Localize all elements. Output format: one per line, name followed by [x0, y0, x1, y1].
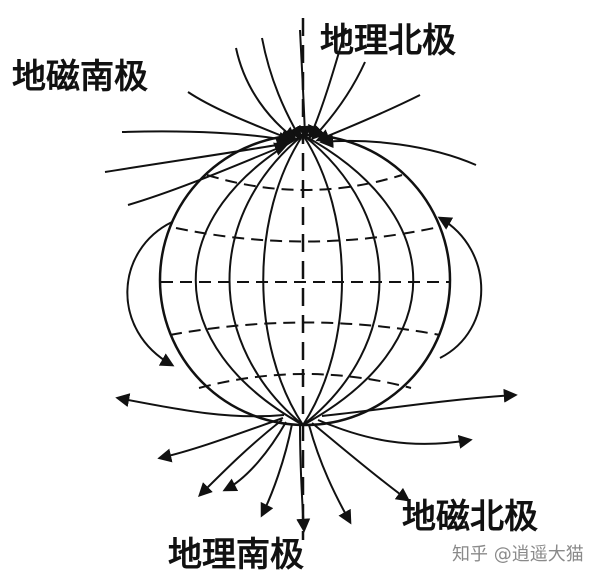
field-line	[317, 419, 473, 449]
latitude-line	[206, 174, 403, 191]
field-line	[297, 29, 312, 140]
label-geomagnetic-south: 地磁南极	[12, 57, 148, 97]
label-geographic-south: 地理南极	[168, 535, 304, 575]
latitude-line	[175, 227, 435, 243]
label-geomagnetic-north: 地磁北极	[402, 497, 538, 537]
field-line	[311, 422, 411, 502]
field-line	[127, 142, 289, 206]
field-line	[321, 388, 518, 417]
latitude-line	[169, 321, 441, 336]
field-line	[121, 130, 293, 146]
field-line	[222, 421, 287, 492]
field-line	[308, 424, 352, 525]
watermark-text: 知乎 @逍遥大猫	[452, 544, 584, 565]
field-line	[311, 61, 366, 141]
meridian	[302, 134, 415, 426]
field-line	[104, 138, 291, 173]
meridian	[302, 134, 381, 426]
meridian	[228, 134, 304, 426]
field-line	[157, 417, 284, 463]
meridian	[262, 134, 304, 426]
meridian	[194, 134, 304, 426]
field-line	[115, 393, 285, 418]
field-line	[261, 37, 302, 141]
field-lines-south	[115, 388, 518, 533]
field-line	[235, 47, 298, 141]
meridian	[302, 134, 343, 426]
field-line	[315, 94, 421, 143]
left-loop	[126, 221, 175, 367]
label-geographic-north: 地理北极	[320, 21, 456, 61]
latitude-lines	[161, 174, 449, 389]
field-lines-north	[104, 27, 477, 206]
meridians	[194, 134, 415, 426]
field-line	[319, 134, 477, 166]
side-loops	[126, 216, 483, 367]
field-line	[260, 423, 293, 518]
field-line	[296, 425, 311, 533]
latitude-line	[198, 373, 412, 389]
right-loop	[437, 216, 483, 359]
field-line	[198, 419, 283, 497]
